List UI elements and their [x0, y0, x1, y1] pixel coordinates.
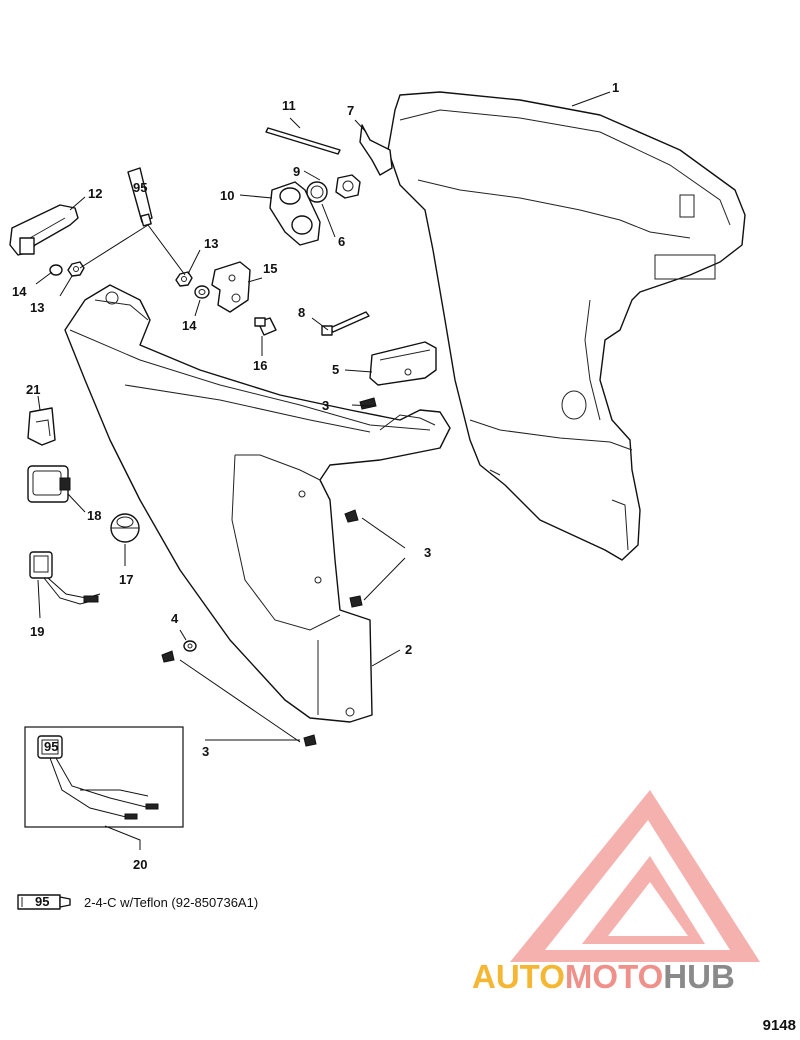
- callout-2: 2: [405, 642, 412, 657]
- watermark-brand: AUTOMOTOHUB: [472, 958, 735, 996]
- latch-cover-part: [369, 341, 437, 386]
- inset-box-20: 95: [24, 726, 184, 828]
- callout-6: 6: [338, 234, 345, 249]
- grommet-17-part: [110, 513, 140, 543]
- callout-13a: 13: [204, 236, 218, 251]
- legend: 95 2-4-C w/Teflon (92-850736A1): [17, 894, 258, 910]
- bolt-16-part: [254, 317, 277, 336]
- switch-18-part: [27, 465, 71, 503]
- callout-17: 17: [119, 572, 133, 587]
- screw-3-d-icon: [161, 650, 175, 663]
- callout-12: 12: [88, 186, 102, 201]
- screw-3-e-icon: [303, 734, 317, 747]
- diagram-id: 9148: [762, 1017, 796, 1034]
- screw-3-c-icon: [349, 595, 363, 608]
- screw-3-a-icon: [359, 397, 377, 410]
- bolt-8-part: [321, 311, 370, 336]
- screw-3-b-icon: [344, 509, 359, 523]
- callout-3a: 3: [322, 398, 329, 413]
- callout-18: 18: [87, 508, 101, 523]
- rear-handle-part: [9, 204, 79, 256]
- leader-lines: [35, 91, 611, 850]
- legend-text: 2-4-C w/Teflon (92-850736A1): [84, 895, 258, 910]
- washer-4-icon: [183, 640, 197, 652]
- inset-plug-label: 95: [44, 739, 58, 754]
- callout-9: 9: [293, 164, 300, 179]
- brand-part-3: HUB: [663, 958, 735, 995]
- latch-bracket-part: [359, 124, 393, 176]
- callout-14a: 14: [12, 284, 27, 299]
- lubricant-tube-icon: 95: [127, 167, 153, 227]
- callout-1: 1: [612, 80, 619, 95]
- bracket-plate-part: [211, 261, 251, 313]
- callout-labels: 1 2 3 3 3 3 4 5 6 7 8 9 10 11 12 13 13 1…: [12, 80, 619, 872]
- clip-21-part: [27, 407, 56, 446]
- nut-13-left-icon: [67, 261, 85, 277]
- callout-14b: 14: [182, 318, 197, 333]
- bottom-cowl-part: [64, 284, 451, 723]
- callout-21: 21: [26, 382, 40, 397]
- callout-3b: 3: [424, 545, 431, 560]
- callout-15: 15: [263, 261, 277, 276]
- callout-11: 11: [282, 98, 296, 113]
- callout-10: 10: [220, 188, 234, 203]
- watermark-logo-icon: [510, 790, 760, 962]
- washer-14-left-icon: [49, 264, 63, 276]
- switch-harness-19-part: [29, 551, 101, 605]
- nut-13-mid-icon: [175, 271, 193, 287]
- seal-ring-part: [306, 181, 328, 203]
- long-rod-part: [265, 127, 341, 155]
- callout-8: 8: [298, 305, 305, 320]
- brand-part-2: MOTO: [564, 958, 664, 995]
- callout-5: 5: [332, 362, 339, 377]
- top-cowl-part: [387, 91, 746, 561]
- callout-7: 7: [347, 103, 354, 118]
- latch-base-part: [269, 181, 321, 246]
- brand-part-1: AUTO: [472, 958, 565, 995]
- callout-16: 16: [253, 358, 267, 373]
- callout-4: 4: [171, 611, 179, 626]
- callout-19: 19: [30, 624, 44, 639]
- legend-tube-code: 95: [35, 894, 49, 909]
- callout-13b: 13: [30, 300, 44, 315]
- latch-knob-part: [335, 174, 361, 199]
- callout-3c: 3: [202, 744, 209, 759]
- tube-label: 95: [133, 180, 147, 195]
- callout-20: 20: [133, 857, 147, 872]
- washer-14-mid-icon: [194, 285, 210, 299]
